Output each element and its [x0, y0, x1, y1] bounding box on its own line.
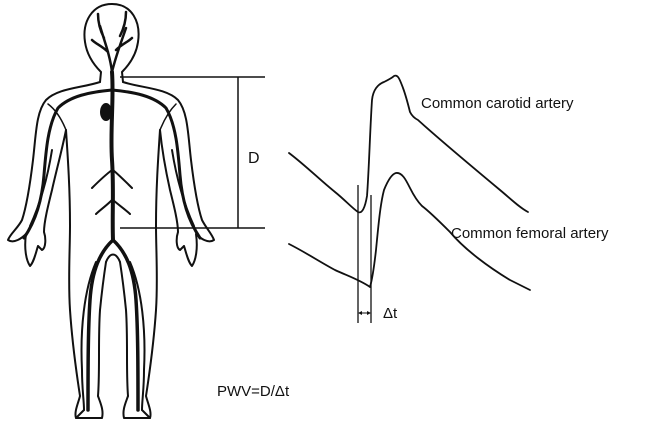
- distance-label: D: [248, 150, 260, 167]
- left-foot-artery: [76, 410, 84, 418]
- heart-shape: [100, 103, 112, 121]
- right-leg-artery: [113, 240, 138, 410]
- carotid-branches: [92, 12, 132, 72]
- aorta-trunk: [111, 72, 113, 240]
- right-inner-leg-outline: [120, 262, 128, 396]
- left-leg-artery: [88, 240, 113, 410]
- crotch-outline: [106, 255, 120, 263]
- distance-marker: [120, 77, 265, 228]
- arterial-tree: [24, 12, 200, 418]
- left-leg-outline: [66, 130, 103, 418]
- right-foot-artery: [142, 410, 150, 418]
- right-leg-outline: [123, 130, 160, 418]
- carotid-label: Common carotid artery: [421, 95, 574, 112]
- pwv-formula: PWV=D/Δt: [217, 383, 290, 400]
- femoral-label: Common femoral artery: [451, 225, 609, 242]
- left-inner-leg-outline: [98, 262, 106, 396]
- delta-t-label: Δt: [383, 305, 398, 322]
